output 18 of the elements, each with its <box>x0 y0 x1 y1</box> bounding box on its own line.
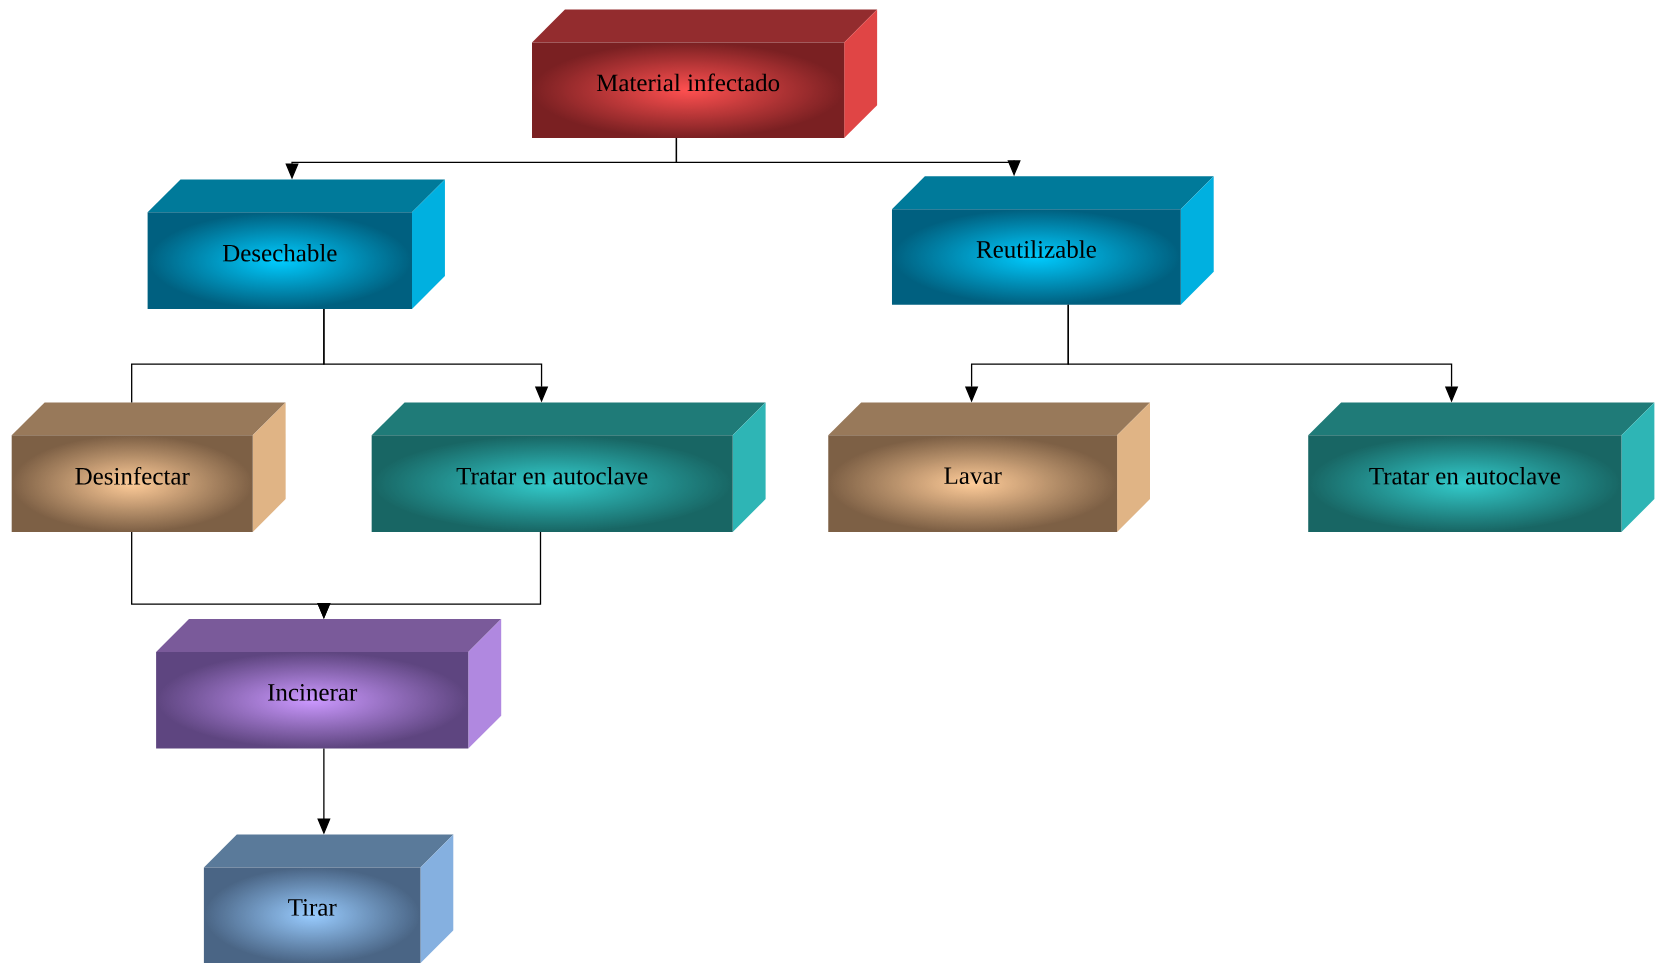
node-label: Desechable <box>222 243 337 262</box>
process-box: Lavar <box>828 402 1150 532</box>
process-box: Desechable <box>147 179 445 309</box>
node-label: Tratar en autoclave <box>456 466 648 485</box>
process-box: Material infectado <box>532 9 878 138</box>
node-label: Incinerar <box>268 683 358 701</box>
process-box: Tratar en autoclave <box>1308 402 1655 532</box>
node-label: Tratar en autoclave <box>1369 466 1561 485</box>
node-label: Material infectado <box>596 73 780 92</box>
process-box: Reutilizable <box>891 176 1214 305</box>
node-label: Tirar <box>288 899 337 916</box>
node-label: Reutilizable <box>976 240 1096 258</box>
process-box: Tirar <box>203 834 454 963</box>
process-box: Tratar en autoclave <box>371 402 766 532</box>
node-label: Desinfectar <box>75 466 190 485</box>
process-box: Desinfectar <box>11 402 286 532</box>
process-box: Incinerar <box>156 619 502 749</box>
node-label: Lavar <box>944 467 1002 485</box>
